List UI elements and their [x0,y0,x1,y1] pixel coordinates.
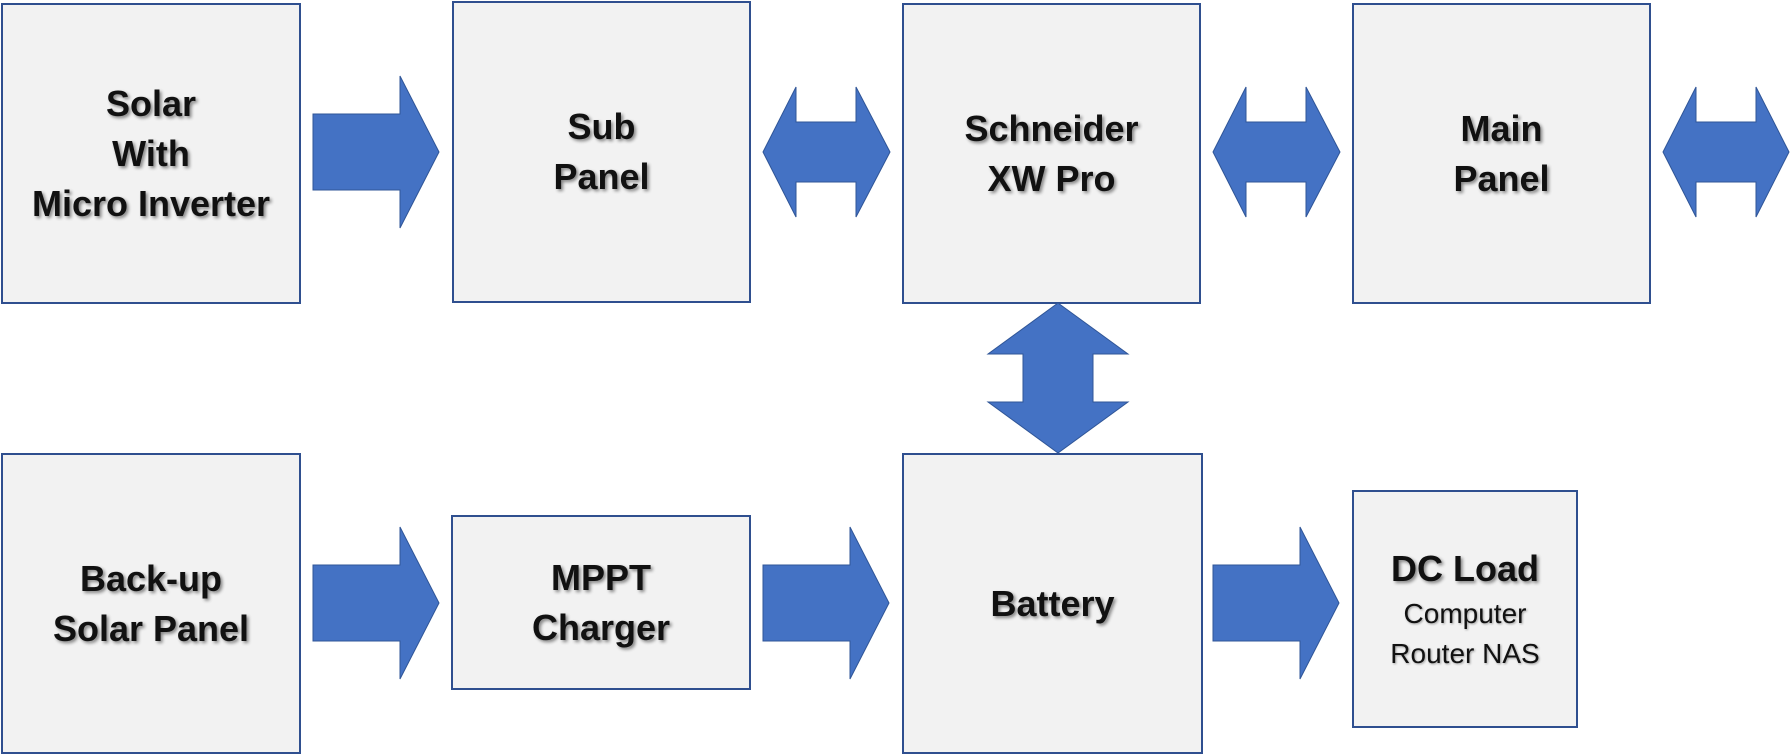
arrow-battery-to-dcload [1212,526,1340,680]
box-main-panel: Main Panel [1352,3,1651,304]
box-label-line: Panel [553,156,650,197]
box-sub-line: Router NAS [1390,638,1540,669]
box-backup-solar-panel: Back-up Solar Panel [1,453,301,754]
box-schneider-xw-pro: Schneider XW Pro [902,3,1201,304]
arrow-mppt-to-battery [762,526,890,680]
box-title: DC Load [1391,548,1539,589]
arrow-backup-to-mppt [312,526,440,680]
box-label-line: Main [1460,107,1543,149]
box-label-line: Sub [567,106,636,147]
box-sub-panel: Sub Panel [452,1,751,303]
box-label-line: With [112,132,190,174]
box-label-line: Solar [105,82,197,124]
box-dc-load: DC Load Computer Router NAS [1352,490,1578,728]
box-label-line: Back-up [79,557,223,599]
double-arrow-schneider-battery [986,302,1130,454]
box-label-line: Panel [1453,157,1550,199]
box-label-line: MPPT [550,556,651,598]
box-sub-line: Computer [1403,598,1527,629]
box-label-line: Schneider [964,107,1139,149]
double-arrow-mainpanel-grid [1662,86,1790,218]
box-label-line: Charger [531,606,671,648]
box-label-line: Micro Inverter [31,182,271,224]
box-label-line: Battery [990,582,1115,624]
box-mppt-charger: MPPT Charger [451,515,751,690]
box-battery: Battery [902,453,1203,754]
arrow-solar-to-subpanel [312,75,440,229]
double-arrow-subpanel-schneider [762,86,891,218]
double-arrow-schneider-mainpanel [1212,86,1341,218]
box-solar-micro-inverter: Solar With Micro Inverter [1,3,301,304]
box-label-line: XW Pro [987,157,1116,199]
box-label-line: Solar Panel [52,607,250,649]
